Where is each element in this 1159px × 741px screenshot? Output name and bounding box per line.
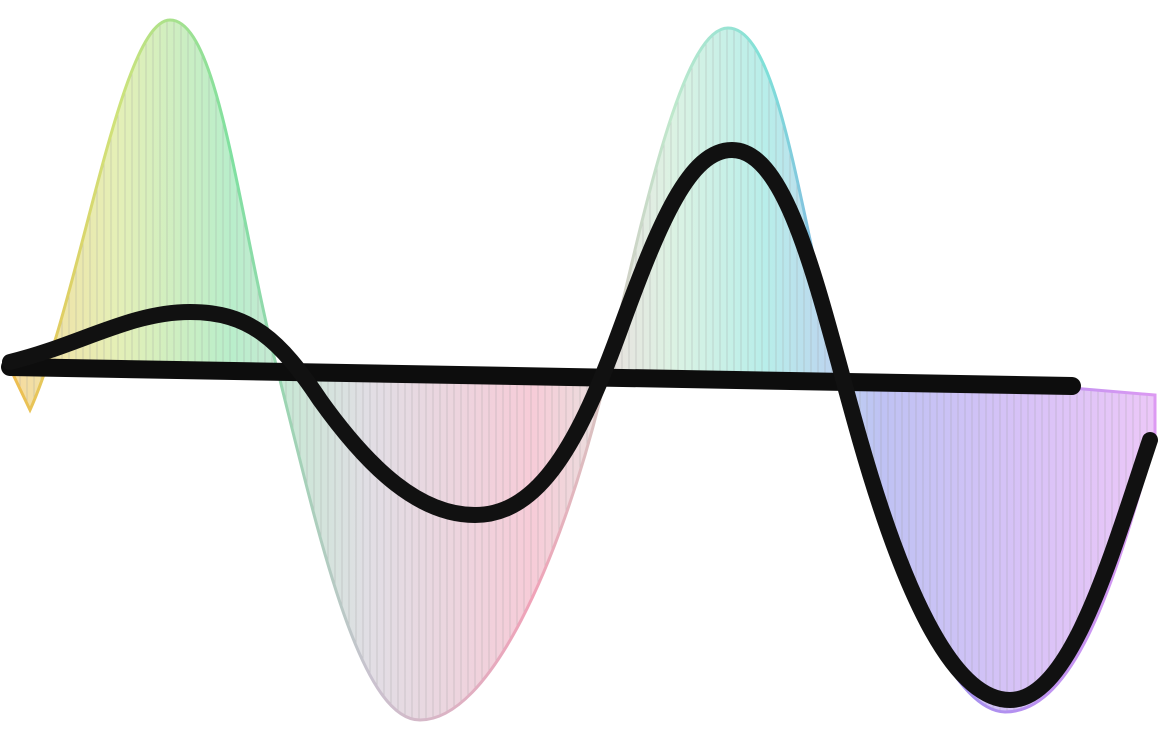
- horizontal-axis: [1, 358, 1081, 395]
- inner-wave-curve: [2, 142, 1158, 708]
